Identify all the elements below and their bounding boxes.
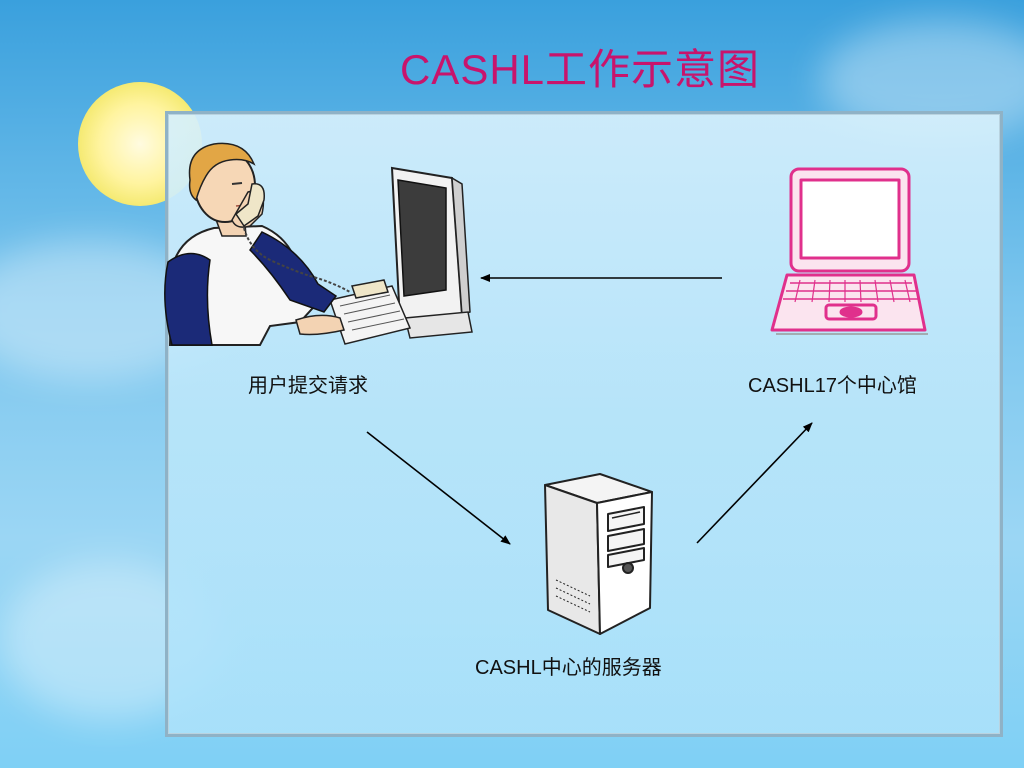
- server-icon: [544, 473, 653, 635]
- user-at-computer-icon: [164, 142, 473, 346]
- user-label: 用户提交请求: [248, 375, 368, 397]
- center-library-label: CASHL17个中心馆: [748, 375, 917, 397]
- arrow-user-to-server: [366, 431, 511, 545]
- slide-title: CASHL工作示意图: [399, 46, 761, 93]
- arrow-server-to-center: [696, 422, 813, 544]
- laptop-icon: [770, 167, 927, 332]
- server-label: CASHL中心的服务器: [475, 657, 662, 679]
